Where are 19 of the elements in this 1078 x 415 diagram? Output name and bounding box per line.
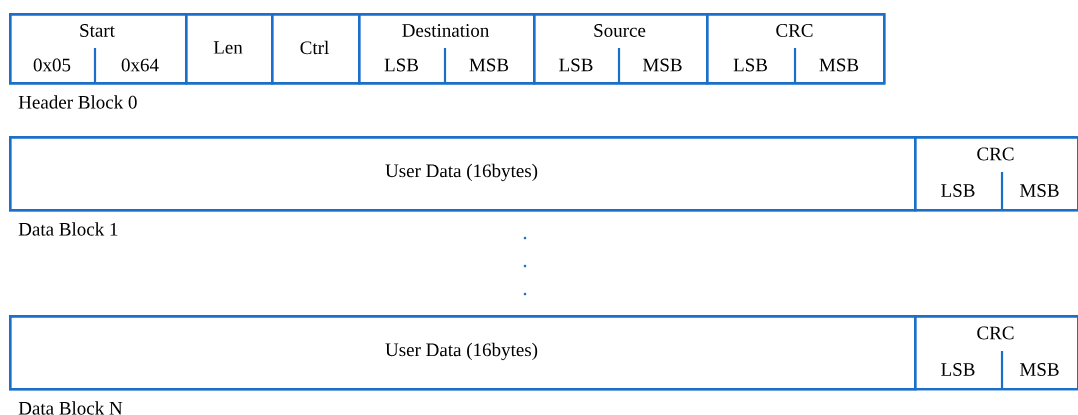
- subfield-cell: MSB: [1020, 363, 1059, 376]
- subfield-cell: LSB: [384, 58, 418, 72]
- block-caption: Header Block 0: [18, 95, 137, 109]
- subfield-cell: MSB: [643, 58, 682, 72]
- field-cell: User Data (16bytes): [9, 136, 917, 212]
- field-cell: User Data (16bytes): [9, 315, 917, 391]
- subfield-cell: LSB: [941, 184, 975, 197]
- block-caption: Data Block 1: [18, 222, 118, 236]
- field-cell: Ctrl: [271, 13, 361, 85]
- subfield-cell: 0x64: [121, 58, 159, 72]
- subfield-cell: MSB: [469, 58, 509, 72]
- subfield-cell: LSB: [559, 58, 593, 72]
- subfield-cell: MSB: [1020, 184, 1059, 197]
- field-cell: Len: [185, 13, 274, 85]
- subfield-cell: 0x05: [33, 58, 71, 72]
- subfield-cell: MSB: [819, 58, 859, 72]
- subfield-cell: LSB: [733, 58, 767, 72]
- subfield-cell: LSB: [941, 363, 975, 376]
- block-caption: Data Block N: [18, 401, 123, 415]
